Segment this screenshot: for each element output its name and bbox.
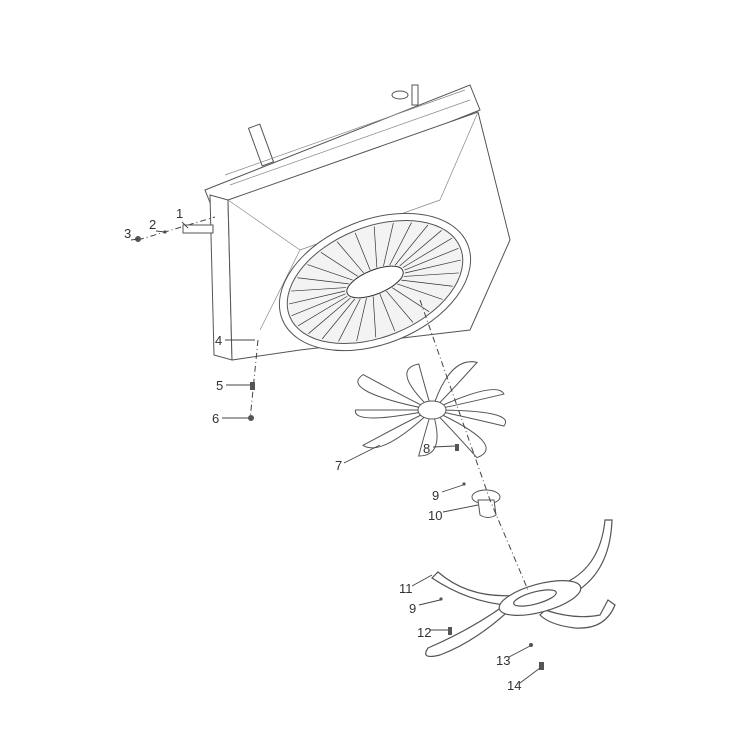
grille-bar [394,224,429,266]
grille-bar [402,237,453,268]
fan-hub [417,400,447,420]
fan-blade [431,389,505,411]
callout-7: 7 [335,458,343,473]
bracket [425,519,616,658]
fan-blade [362,409,433,449]
fan-blade [431,409,487,459]
grille-bar [383,223,394,267]
callout-13: 13 [496,653,511,668]
grille-bar [401,279,453,287]
grille-bar [338,298,361,342]
fan-blade [431,409,507,427]
grille-bar [386,290,414,323]
callout-1: 1 [176,206,184,221]
grille-bar [397,283,443,300]
grille-bar [336,241,364,274]
grille-bar [308,297,351,334]
callout-5: 5 [216,378,224,393]
grille-bar [291,287,347,292]
grille-bar [297,296,348,327]
grille-bar [392,287,430,312]
grille-bar [356,297,367,341]
grille-bar [320,252,358,277]
grille-bar [307,264,353,281]
callout-12: 12 [417,625,432,640]
grille-bar [373,226,378,268]
callout-9: 9 [432,488,440,503]
fan-shroud [278,212,472,352]
grille-bar [379,293,396,332]
grille-bar [297,277,349,285]
callout-3: 3 [124,226,132,241]
grille-bar [354,232,371,271]
grille-bar [321,298,356,340]
fan-blade [430,361,479,412]
leader-lines [130,221,541,684]
grille-bar [372,296,377,338]
fan-blade [357,374,433,411]
grille-bar [404,259,461,274]
grille-bar [399,230,442,267]
callout-4: 4 [215,333,223,348]
callout-14: 14 [507,678,522,693]
callout-6: 6 [212,411,220,426]
callout-11: 11 [399,581,413,596]
callout-9b: 9 [409,601,417,616]
fan-blade [354,409,433,419]
grille-bar [404,247,459,271]
grille-bar [403,272,459,277]
hub [471,489,501,518]
callout-8: 8 [423,441,431,456]
grille-bar [291,293,346,317]
fan [354,361,507,459]
grille-bar [289,290,346,305]
fasteners [135,224,544,670]
callout-2: 2 [149,217,157,232]
grille-bar [389,222,412,266]
callout-10: 10 [428,508,443,523]
